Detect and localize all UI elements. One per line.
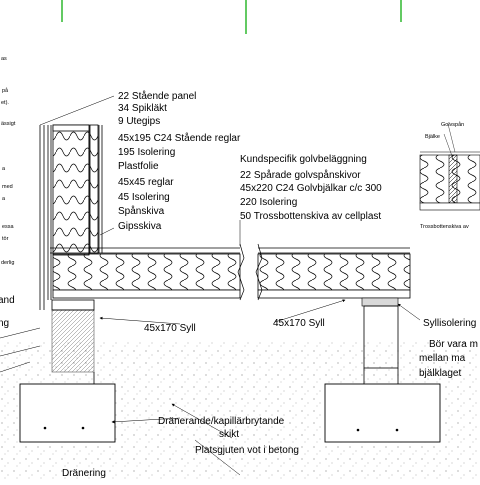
wall-label: Spånskiva (118, 205, 165, 217)
wall-section (39, 124, 103, 310)
wall-label: 45x195 C24 Stående reglar (118, 132, 241, 144)
syll-mid-label: 45x170 Syll (273, 318, 325, 329)
support-left (51, 299, 95, 373)
dranering-label: Dränering (62, 468, 106, 479)
wall-label: 9 Utegips (118, 116, 160, 127)
dranerande-label-1: Dränerande/kapillärbrytande (158, 416, 285, 427)
syllisolering-label: Syllisolering (423, 318, 476, 329)
floor-label: Kundspecifik golvbeläggning (240, 154, 367, 165)
platsgjuten-label: Platsgjuten vot i betong (195, 445, 299, 456)
frag-2: et). (1, 100, 9, 106)
detail-label-golvspan: Golvspån (441, 121, 464, 128)
detail-label-trossbotten: Trossbottenskiva av (420, 224, 469, 230)
frag-1: på (2, 87, 9, 94)
frag-0: as (1, 56, 7, 62)
wall-label: Gipsskiva (118, 221, 162, 232)
wall-label-list: 22 Stående panel 34 Spikläkt 9 Utegips 4… (118, 90, 241, 232)
wall-label: 195 Isolering (118, 147, 175, 158)
wall-label: Plastfolie (118, 161, 159, 172)
frag-3: ässigt (1, 121, 16, 127)
leader-lines (0, 95, 421, 476)
frag-8: tör (2, 236, 9, 242)
support-mid (363, 305, 399, 369)
floor-label: 220 Isolering (240, 197, 297, 208)
detail-label-bjalke: Bjälke (425, 134, 440, 140)
wall-label: 22 Stående panel (118, 90, 196, 102)
left-cut-label-ng: ng (0, 318, 9, 329)
left-cut-label-and: and (0, 295, 15, 306)
note-line: Bör vara m (429, 339, 478, 350)
floor-section-left (50, 247, 241, 299)
frag-7: essa (2, 224, 15, 230)
left-fragment-notes: as på et). ässigt a med a essa tör derli… (1, 56, 16, 266)
footing-right (324, 383, 441, 443)
wall-label: 45x45 reglar (118, 177, 174, 188)
frag-4: a (2, 166, 6, 172)
floor-label: 22 Spårade golvspånskivor (240, 169, 361, 181)
note-line: bjälklaget (419, 368, 461, 379)
note-line: mellan ma (419, 353, 466, 364)
frag-9: derlig (1, 260, 14, 266)
dranerande-label-2: skikt (219, 429, 239, 440)
floor-label: 50 Trossbottenskiva av cellplast (240, 211, 381, 222)
frag-6: a (2, 196, 6, 202)
wall-label: 45 Isolering (118, 192, 170, 203)
frag-5: med (2, 184, 13, 190)
footing-left (19, 383, 116, 443)
floor-label-list: Kundspecifik golvbeläggning 22 Spårade g… (240, 154, 382, 222)
syll-left-label: 45x170 Syll (144, 323, 196, 334)
wall-label: 34 Spikläkt (118, 103, 167, 114)
detail-thumbnail (419, 123, 480, 211)
floor-section-right (257, 247, 411, 307)
floor-label: 45x220 C24 Golvbjälkar c/c 300 (240, 183, 382, 194)
